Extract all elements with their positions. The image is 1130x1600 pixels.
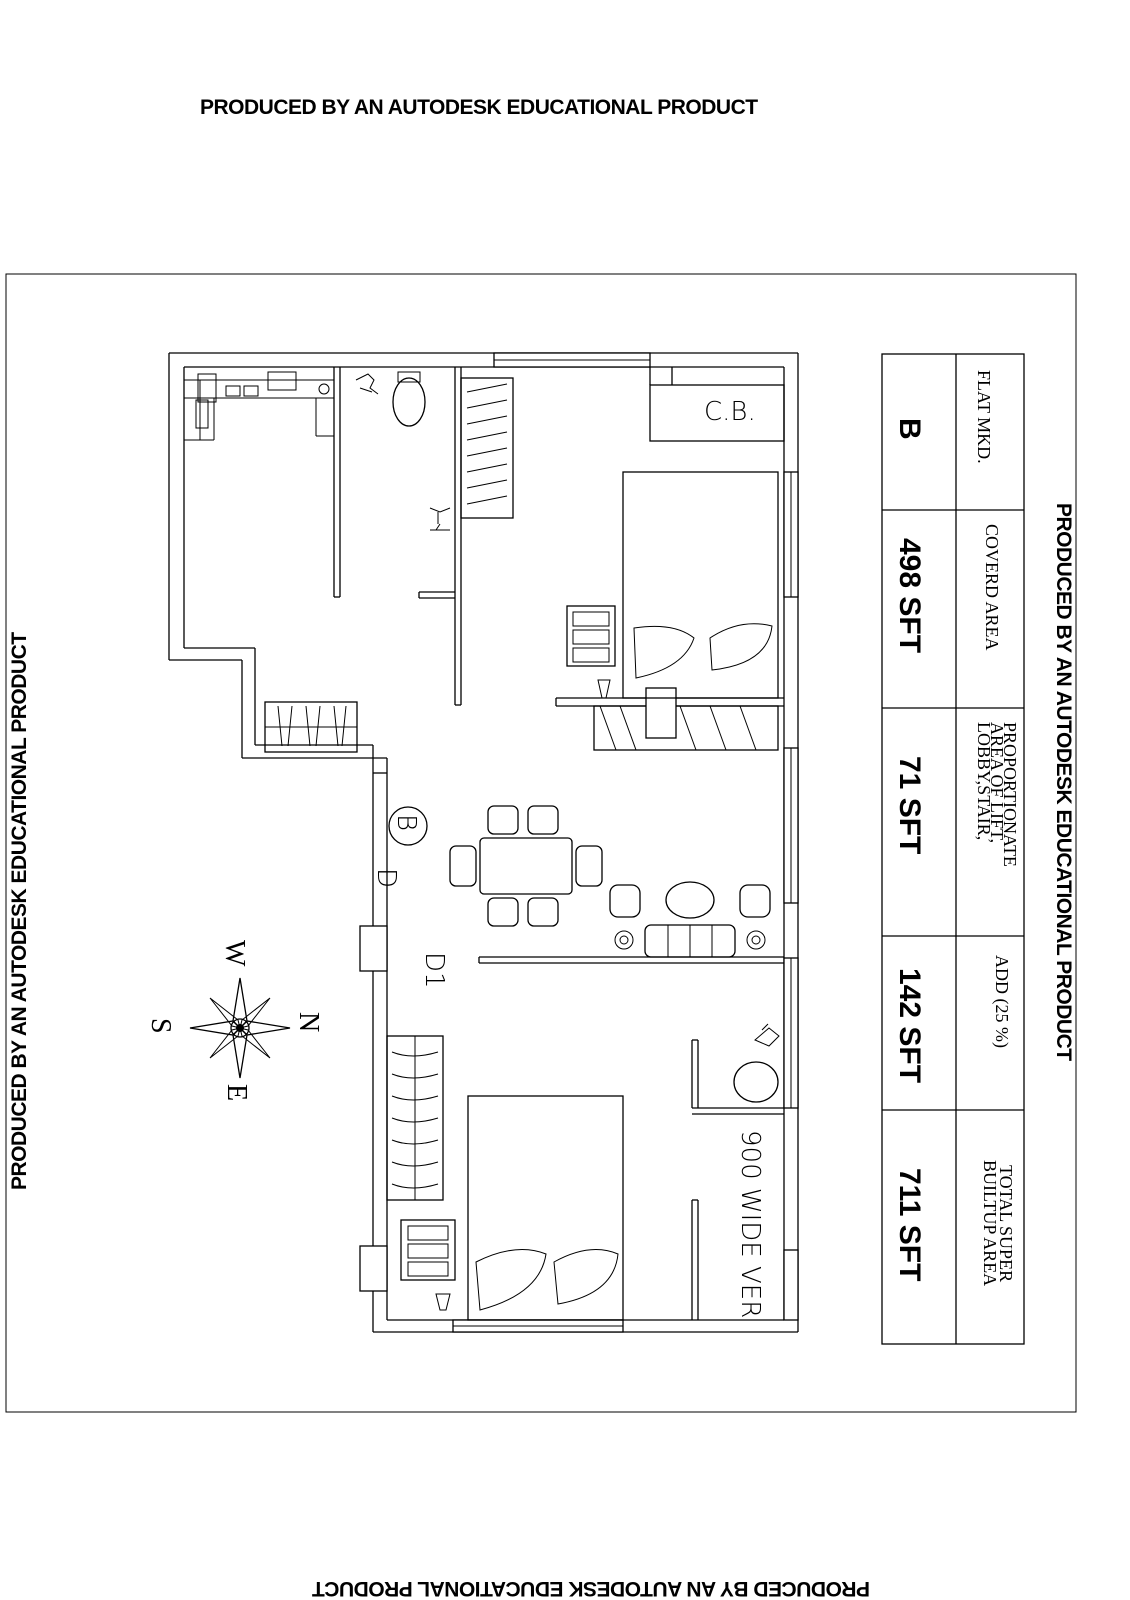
outer-walls [168,352,799,1333]
table-header-proportionate-1: PROPORTIONATE [1000,722,1020,867]
b-circle [388,806,428,846]
label-cb: C.B. [704,397,756,427]
table-value-covered-area: 498 SFT [893,538,926,653]
closet-hangers-1 [460,377,514,519]
table-value-add: 142 SFT [893,968,926,1083]
shoe-rack [264,701,358,753]
bed-2 [467,1095,624,1321]
label-b: B [391,814,421,831]
sheet-border [5,273,1077,1413]
table-header-flat: FLAT MKD. [974,370,994,464]
table-header-proportionate-2: AREA OF LIFT, [987,722,1007,843]
table-header-covered-area: COVERD AREA [982,524,1002,651]
table-header-add: ADD (25 %) [991,955,1012,1048]
sofa-set [609,881,771,958]
table-value-flat: B [893,418,926,440]
compass-e: E [221,1084,252,1101]
label-d: D [371,868,401,888]
table-header-total-2: BUILTUP AREA [980,1160,1000,1286]
table-header-total-1: TOTAL SUPER [996,1165,1016,1282]
table-header-proportionate-3: LOBBY,STAIR, [974,722,994,840]
table-value-total: 711 SFT [893,1168,926,1281]
compass-n: N [293,1012,324,1032]
toilet-fixture-1 [355,371,451,531]
interior-walls [333,367,785,1320]
closet-hangers-2 [386,1035,444,1201]
nightstand-1 [566,605,616,699]
kitchen-counter [184,371,334,441]
table-value-proportionate: 71 SFT [893,756,926,854]
bed-1 [622,471,779,699]
area-table: FLAT MKD. COVERD AREA PROPORTIONATE AREA… [881,353,1025,1345]
dining-table [449,805,603,927]
compass-rose [189,977,291,1079]
toilet-fixture-2 [733,1023,780,1103]
compass-w: W [219,940,250,967]
watermark-top: PRODUCED BY AN AUTODESK EDUCATIONAL PROD… [200,96,758,119]
label-verandah: 900 WIDE VER [735,1130,765,1318]
compass-s: S [145,1018,176,1034]
nightstand-2 [400,1219,456,1311]
label-d1: D1 [419,952,449,989]
